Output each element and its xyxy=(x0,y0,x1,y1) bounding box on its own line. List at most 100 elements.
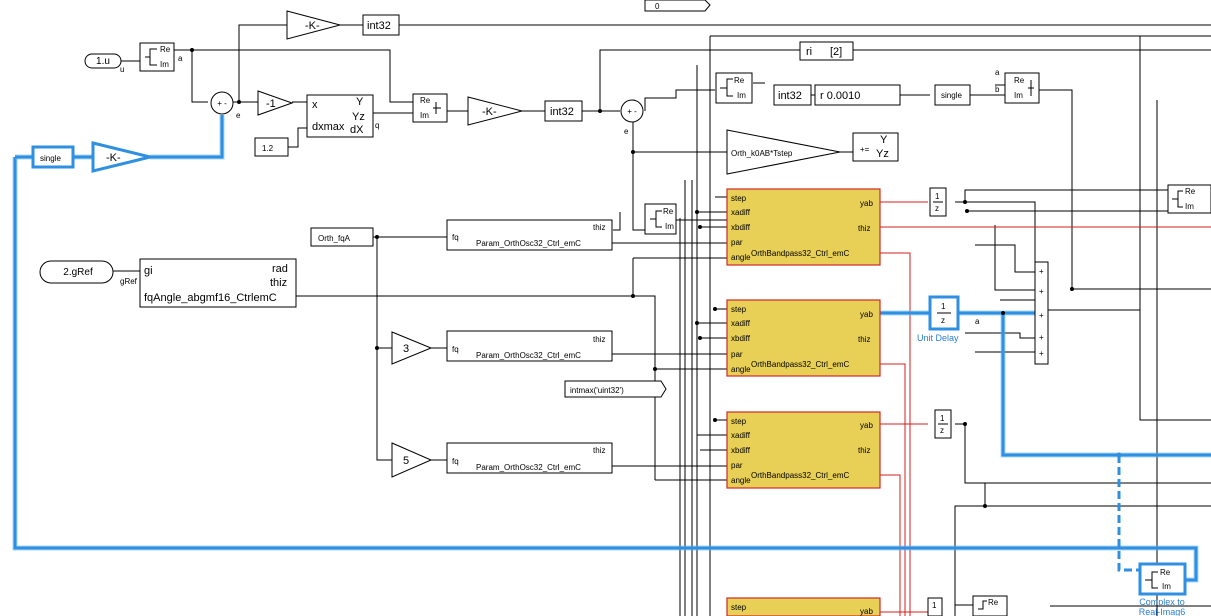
svg-text:Re: Re xyxy=(160,45,171,54)
constant-1-2[interactable]: 1.2 xyxy=(254,137,289,157)
int32-conv-right[interactable]: int32 xyxy=(773,84,812,106)
bandpass-subsystem-1[interactable]: step xadiff xbdiff par angle yab thiz Or… xyxy=(726,188,881,266)
goto-ri2[interactable]: ri [2] xyxy=(799,41,854,61)
complex-to-real-imag-5[interactable]: Re Im xyxy=(644,203,677,235)
unit-delay-1[interactable]: 1 z xyxy=(929,187,947,217)
gain-k-top[interactable]: -K- xyxy=(286,10,342,40)
signal-label-gref: gRef xyxy=(120,277,138,286)
complex-to-real-imag-2[interactable]: Re Im xyxy=(412,93,448,123)
svg-text:thiz: thiz xyxy=(858,446,870,455)
svg-text:intmax('uint32'): intmax('uint32') xyxy=(570,386,624,395)
svg-text:xadiff: xadiff xyxy=(731,208,751,217)
svg-text:Orth_k0AB*Tstep: Orth_k0AB*Tstep xyxy=(731,149,793,158)
svg-text:par: par xyxy=(731,350,743,359)
single-conv-selected[interactable]: single xyxy=(31,145,75,169)
complex-to-real-imag-3[interactable]: Re Im xyxy=(715,72,753,104)
signal-label-a: a xyxy=(178,54,183,63)
svg-text:1.2: 1.2 xyxy=(262,144,274,153)
svg-text:+ -: + - xyxy=(627,107,637,116)
svg-text:Y: Y xyxy=(356,96,364,108)
single-conv-right[interactable]: single xyxy=(934,84,971,106)
fq-angle-block[interactable]: gi rad thiz fqAngle_abgmf16_CtrlemC xyxy=(139,258,297,308)
svg-text:Param_OrthOsc32_Ctrl_emC: Param_OrthOsc32_Ctrl_emC xyxy=(476,351,581,360)
bandpass-subsystem-2[interactable]: step xadiff xbdiff par angle yab thiz Or… xyxy=(726,299,881,377)
svg-text:ri: ri xyxy=(806,46,812,58)
param-orthosc-1[interactable]: thiz fq Param_OrthOsc32_Ctrl_emC xyxy=(446,219,613,251)
unit-delay-selected[interactable]: 1 z xyxy=(928,295,960,331)
complex-to-real-imag-selected[interactable]: Re Im xyxy=(1138,562,1187,596)
svg-text:-K-: -K- xyxy=(106,152,121,164)
svg-text:Im: Im xyxy=(1185,202,1194,211)
svg-text:Re: Re xyxy=(988,598,999,607)
param-orthosc-3[interactable]: thiz fq Param_OrthOsc32_Ctrl_emC xyxy=(446,442,613,474)
gain-orth-k0ab[interactable]: Orth_k0AB*Tstep xyxy=(726,129,841,175)
complex-to-real-imag-4[interactable]: Re Im xyxy=(1004,72,1040,104)
constant-intmax[interactable]: intmax('uint32') xyxy=(564,380,667,398)
svg-text:Yz: Yz xyxy=(876,148,889,160)
sum-block-1[interactable]: + - xyxy=(210,91,234,115)
yz-block[interactable]: += Y Yz xyxy=(852,132,899,162)
svg-text:yab: yab xyxy=(860,199,873,208)
gain-k-mid[interactable]: -K- xyxy=(467,96,524,126)
svg-text:angle: angle xyxy=(731,476,751,485)
svg-text:0: 0 xyxy=(655,2,660,11)
svg-text:thiz: thiz xyxy=(593,223,605,232)
bandpass-subsystem-3[interactable]: step xadiff xbdiff par angle yab thiz Or… xyxy=(726,411,881,489)
signal-label-q: q xyxy=(375,121,379,130)
red-signal-lines xyxy=(880,201,1211,616)
svg-text:thiz: thiz xyxy=(270,277,287,289)
inport-gref[interactable]: 2.gRef xyxy=(39,260,114,284)
svg-text:Y: Y xyxy=(880,134,888,146)
svg-text:Re: Re xyxy=(663,207,674,216)
svg-text:Im: Im xyxy=(160,60,169,69)
dxmax-block[interactable]: x Y Yz dX dxmax xyxy=(306,94,374,138)
complex-to-real-imag-1[interactable]: Re Im xyxy=(139,42,175,72)
svg-text:Re: Re xyxy=(1185,187,1196,196)
unit-delay-4[interactable]: 1 xyxy=(927,597,943,616)
signal-label-b: b xyxy=(995,85,1000,94)
complex-to-real-imag-7[interactable]: Re xyxy=(972,595,1008,616)
svg-text:xadiff: xadiff xyxy=(731,319,751,328)
gain-5[interactable]: 5 xyxy=(391,442,433,478)
complex-to-real-imag-6[interactable]: Re Im xyxy=(1167,184,1211,214)
inport-u[interactable]: 1.u xyxy=(84,53,122,69)
sum-column[interactable]: + + + + + xyxy=(1034,261,1049,365)
svg-text:Im: Im xyxy=(420,111,429,120)
svg-text:x: x xyxy=(312,99,318,111)
signal-label-a2: a xyxy=(995,68,1000,77)
complex-label-line1: Complex to xyxy=(1139,597,1185,607)
svg-text:Orth_fqA: Orth_fqA xyxy=(318,234,351,243)
svg-text:int32: int32 xyxy=(778,90,802,102)
svg-text:OrthBandpass32_Ctrl_emC: OrthBandpass32_Ctrl_emC xyxy=(751,471,849,480)
svg-text:step: step xyxy=(731,417,747,426)
unit-delay-label: Unit Delay xyxy=(917,333,959,343)
svg-text:angle: angle xyxy=(731,253,751,262)
constant-r0010[interactable]: r 0.0010 xyxy=(814,84,901,106)
svg-text:Im: Im xyxy=(1014,91,1023,100)
sum-block-2[interactable]: + - xyxy=(620,99,644,123)
signal-label-e2: e xyxy=(624,127,629,136)
selected-signal-lines xyxy=(12,115,1211,583)
gain-3[interactable]: 3 xyxy=(391,331,433,365)
unit-delay-3[interactable]: 1 z xyxy=(934,409,952,439)
int32-conv-mid[interactable]: int32 xyxy=(544,100,583,122)
constant-zero[interactable]: 0 xyxy=(644,0,711,12)
int32-conv-top[interactable]: int32 xyxy=(362,14,400,36)
svg-text:z: z xyxy=(935,204,939,213)
svg-text:Yz: Yz xyxy=(352,111,365,123)
svg-text:xbdiff: xbdiff xyxy=(731,334,751,343)
svg-text:step: step xyxy=(731,603,747,612)
svg-text:fq: fq xyxy=(452,457,459,466)
gain-k-selected[interactable]: -K- xyxy=(91,141,151,173)
svg-text:1: 1 xyxy=(941,302,946,311)
svg-text:1: 1 xyxy=(932,601,937,610)
constant-orth-fqa[interactable]: Orth_fqA xyxy=(310,227,374,247)
svg-text:2.gRef: 2.gRef xyxy=(63,267,93,278)
complex-label-line2: Real-Imag6 xyxy=(1139,607,1186,616)
svg-text:-K-: -K- xyxy=(305,20,320,32)
param-orthosc-2[interactable]: thiz fq Param_OrthOsc32_Ctrl_emC xyxy=(446,330,613,362)
svg-text:3: 3 xyxy=(403,343,409,355)
gain-neg1[interactable]: -1 xyxy=(257,90,294,116)
bandpass-subsystem-4[interactable]: step yab xyxy=(726,597,881,616)
